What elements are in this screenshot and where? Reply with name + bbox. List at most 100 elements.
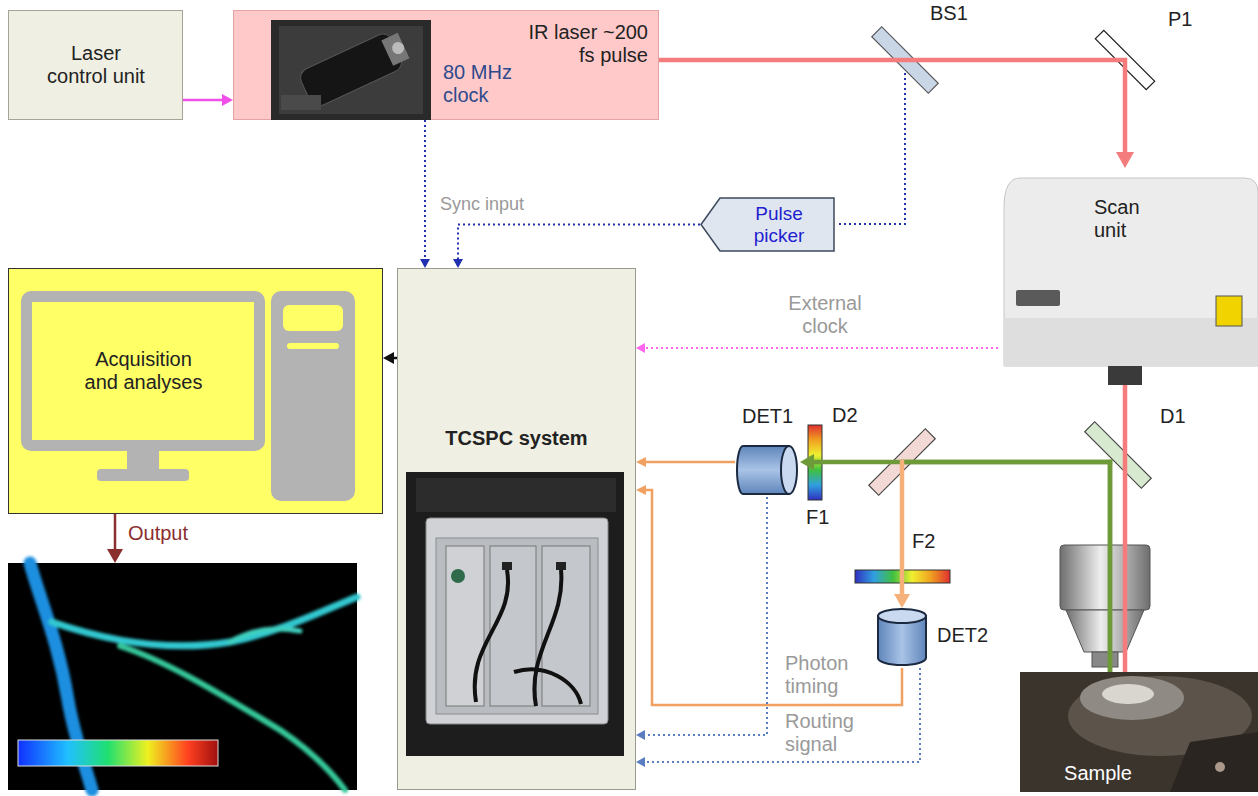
node-title: Sample (1048, 762, 1148, 785)
detector: DET1 (735, 405, 800, 497)
detector: DET2 (875, 608, 995, 668)
component-label: BS1 (930, 2, 968, 25)
art-rect (436, 538, 598, 714)
detector-picture (735, 443, 800, 497)
arrow-head (420, 259, 430, 268)
art-path (475, 570, 581, 706)
node-title: Pulse picker (730, 197, 828, 252)
art-rect (416, 478, 616, 512)
control-unit-box: Laser control unit (8, 10, 183, 120)
connector (800, 454, 1110, 672)
node-title: DET1 (735, 405, 800, 428)
signal-label: Photon timing (785, 652, 895, 698)
arrow-head (636, 730, 645, 740)
laser-box: IR laser ~200 fs pulse80 MHz clock (233, 10, 659, 120)
art-rect (97, 469, 189, 481)
connector (453, 225, 700, 269)
connector-segment (902, 460, 1110, 465)
arrow-head (1116, 152, 1134, 168)
node-title: DET2 (937, 624, 995, 647)
art-path (1004, 178, 1258, 366)
art-ellipse (878, 609, 926, 623)
art-rect (8, 563, 357, 790)
connector-line (811, 462, 1110, 672)
node-title: TCSPC system (398, 427, 635, 450)
arrow-head (636, 485, 646, 495)
node-title: Laser control unit (41, 11, 151, 119)
signal-label: Routing signal (785, 710, 885, 756)
art-rect (271, 291, 355, 501)
pickoff-signal (837, 68, 905, 224)
tcspc-box: TCSPC system (397, 268, 636, 790)
connector-line (644, 461, 735, 464)
connector-segment (1108, 462, 1113, 672)
art-rect (1092, 652, 1118, 667)
connector-line (183, 99, 224, 102)
art-rect (502, 562, 512, 570)
art-rect (406, 472, 624, 756)
component-label: P1 (1168, 8, 1192, 31)
sample-photo: Sample (1020, 672, 1258, 792)
art-rect (381, 33, 409, 66)
arrow-head (453, 259, 463, 268)
node-note: 80 MHz clock (443, 61, 523, 107)
art-rect (32, 302, 254, 440)
connector (636, 485, 902, 705)
art-line (114, 514, 117, 551)
art-ellipse (781, 446, 797, 494)
art-circle (451, 569, 465, 583)
art-polygon (701, 198, 834, 251)
art-rect (1216, 296, 1242, 326)
art-rect (1020, 672, 1258, 792)
art-circle (1215, 762, 1225, 772)
art-circle (390, 40, 406, 56)
objective (1060, 545, 1150, 667)
node-title: IR laser ~200 fs pulse (526, 21, 648, 67)
connector (636, 343, 998, 353)
connector-line (1123, 385, 1128, 672)
art-path (230, 629, 300, 642)
connector-segment (900, 462, 905, 597)
signal-label: External clock (770, 292, 880, 338)
arrow-head (383, 352, 394, 364)
arrow-head (894, 594, 910, 608)
connector-line (643, 497, 767, 735)
arrow-head (800, 454, 814, 470)
connector (636, 668, 920, 767)
art-rect (283, 305, 343, 331)
arrow-head (222, 94, 233, 106)
art-rect (281, 95, 321, 110)
art-rect (426, 518, 608, 724)
art-rect (271, 20, 431, 120)
art-polygon (1066, 610, 1144, 652)
connector (636, 497, 767, 740)
art-polygon (107, 549, 123, 563)
arrow-head (636, 457, 646, 467)
connector (659, 60, 1134, 168)
tcspc-box-picture (406, 472, 624, 756)
output-label: Output (128, 522, 188, 545)
detector-picture (875, 608, 930, 668)
connector-line (458, 225, 700, 261)
scan-unit: Scan unit (998, 168, 1258, 385)
art-path (1170, 732, 1258, 792)
arrow-head (636, 757, 645, 767)
art-ellipse (1080, 676, 1184, 720)
arrow-head (636, 343, 645, 353)
art-rect (18, 740, 218, 766)
node-title: Acquisition and analyses (81, 302, 206, 440)
art-rect (1060, 545, 1150, 610)
connector-line (643, 668, 920, 762)
component-label: F1 (806, 506, 829, 529)
component-label: D2 (832, 404, 858, 427)
pulse-picker: Pulse picker (700, 197, 835, 252)
signal-label: Sync input (440, 194, 560, 215)
connector-line (424, 120, 426, 261)
output-arrow (107, 514, 123, 563)
art-path (120, 646, 345, 790)
art-rect (21, 291, 265, 451)
connector (636, 457, 735, 467)
connector-line (643, 347, 998, 349)
connector (383, 352, 397, 364)
